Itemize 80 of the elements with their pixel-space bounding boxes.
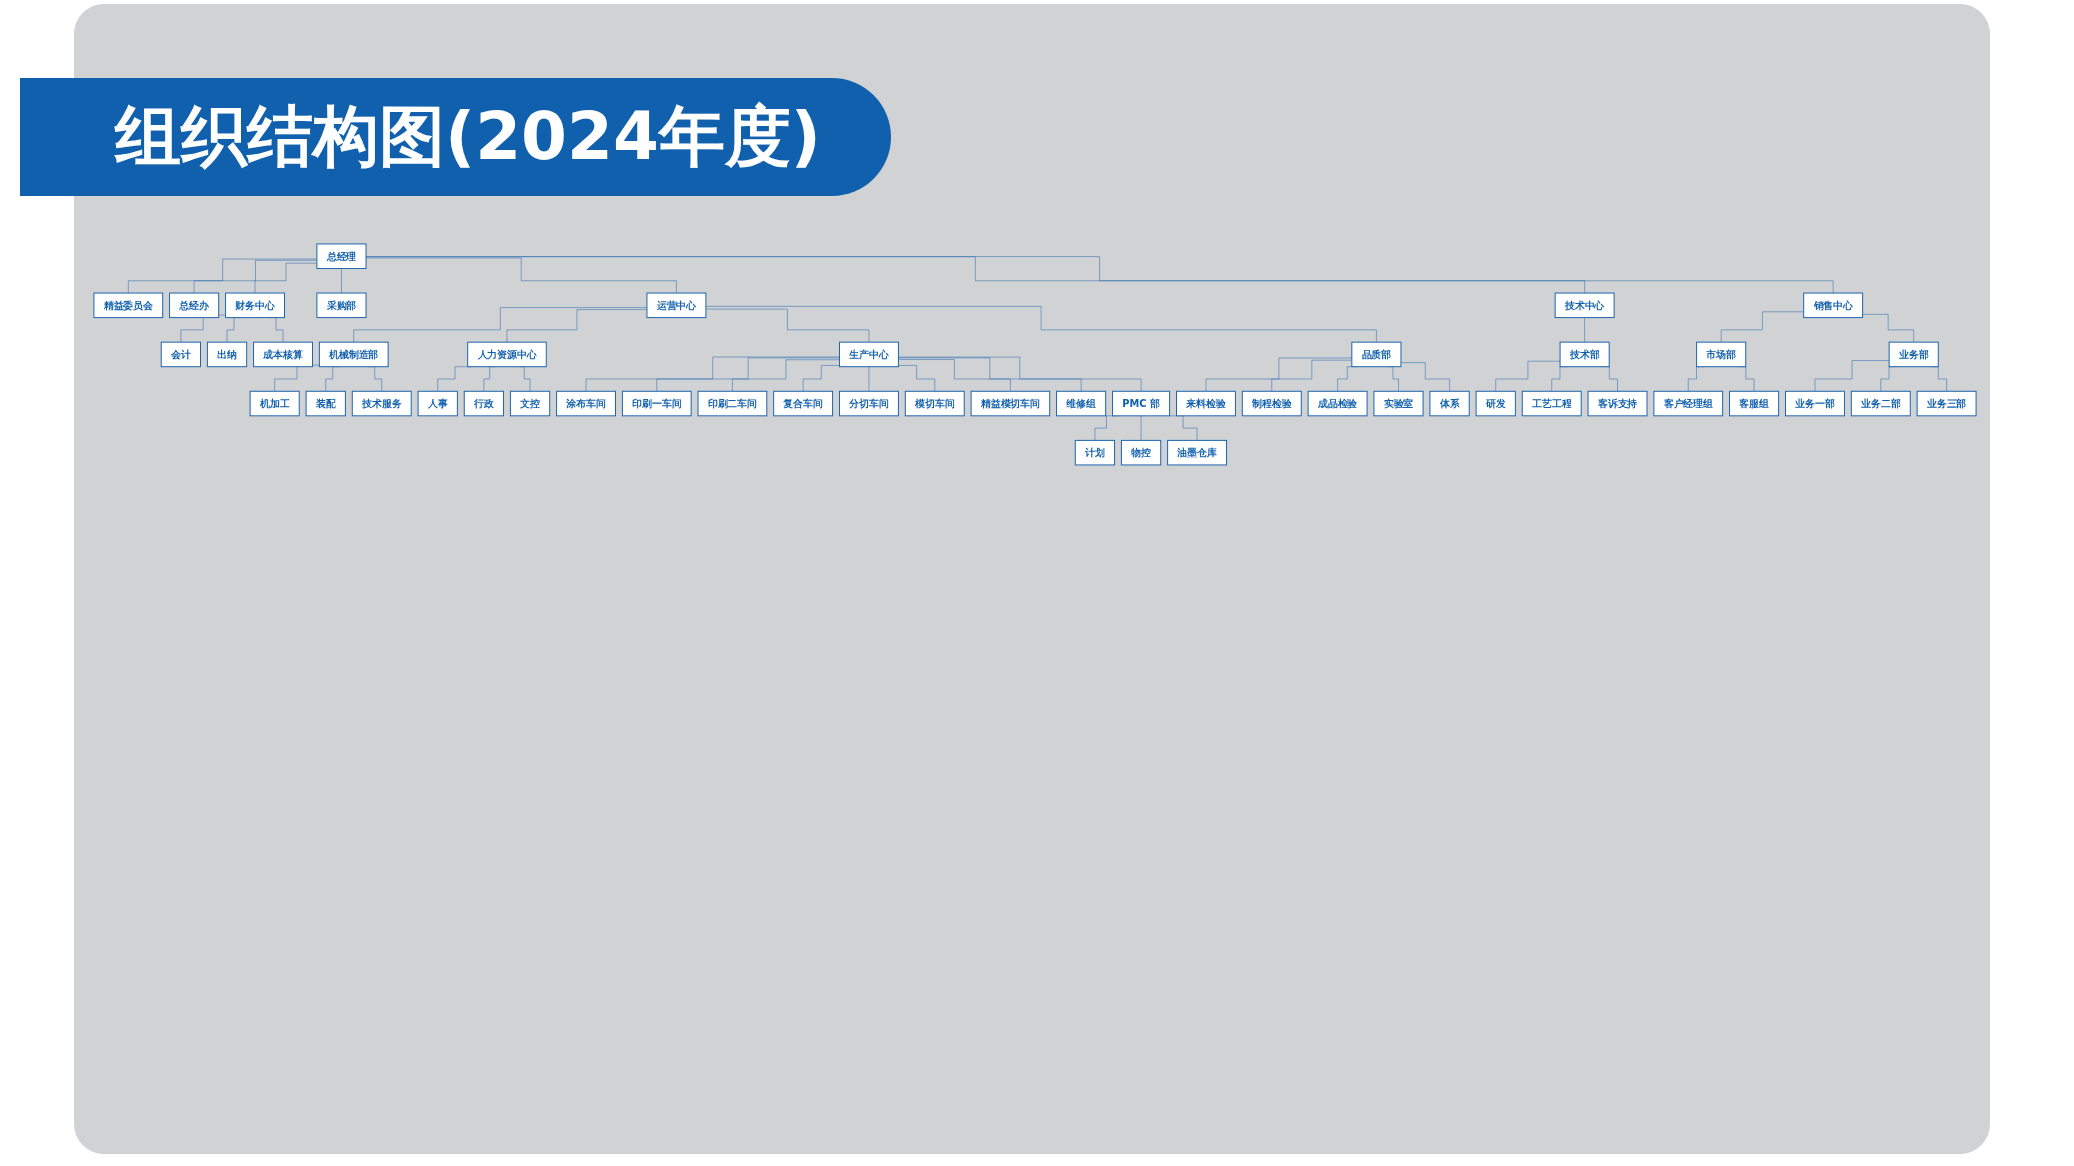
node-box: 业务部 — [1888, 341, 1939, 368]
node-box: 业务三部 — [1916, 390, 1977, 417]
node-box: 财务中心 — [225, 292, 285, 319]
node-box: 总经办 — [169, 292, 220, 319]
node-box: 研发 — [1475, 390, 1516, 417]
connector — [1720, 311, 1804, 343]
connector — [1400, 362, 1450, 392]
node-box: 技术中心 — [1554, 292, 1615, 319]
node-box: 客户经理组 — [1653, 390, 1724, 417]
title-banner: 组织结构图(2024年度) — [20, 78, 892, 196]
connector — [365, 256, 1585, 294]
node-box: 销售中心 — [1803, 292, 1864, 319]
node-box: 来料检验 — [1176, 390, 1236, 417]
node-box: 会计 — [160, 341, 201, 368]
node-box: 客服组 — [1729, 390, 1780, 417]
node-box: 出纳 — [206, 341, 248, 368]
connector — [705, 306, 1377, 343]
connector — [898, 365, 935, 392]
connector — [898, 357, 1082, 392]
node-box: 复合车间 — [773, 390, 834, 417]
node-box: 总经理 — [316, 243, 367, 269]
connector — [1168, 415, 1198, 441]
connector — [898, 359, 1011, 392]
node-box: 业务二部 — [1850, 390, 1911, 417]
node-box: 采购部 — [316, 292, 367, 319]
connector — [802, 365, 840, 392]
node-box: 行政 — [463, 390, 505, 417]
node-box: 成本核算 — [253, 341, 313, 368]
connector — [1140, 415, 1142, 441]
node-box: 工艺工程 — [1521, 390, 1582, 417]
node-box: 体系 — [1429, 390, 1470, 417]
connector — [1584, 317, 1585, 343]
node-box: PMC 部 — [1112, 390, 1171, 417]
node-box: 精益委员会 — [93, 292, 164, 319]
node-box: 精益模切车间 — [970, 390, 1051, 417]
connector — [868, 366, 870, 392]
node-box: 机加工 — [249, 390, 300, 417]
connector — [1862, 314, 1914, 343]
node-box: 运营中心 — [646, 292, 707, 319]
connector — [353, 307, 648, 343]
node-box: 印刷二车间 — [697, 390, 768, 417]
node-box: 客诉支持 — [1587, 390, 1648, 417]
connector — [128, 258, 318, 294]
node-box: 计划 — [1074, 439, 1116, 466]
connector — [254, 262, 318, 294]
node-box: 市场部 — [1696, 341, 1747, 368]
node-box: 装配 — [305, 390, 346, 417]
connector — [898, 356, 1142, 392]
connector — [341, 268, 342, 294]
connector — [193, 260, 318, 294]
node-box: 业务一部 — [1785, 390, 1845, 417]
node-box: 实验室 — [1373, 390, 1424, 417]
node-box: 分切车间 — [839, 390, 899, 417]
node-box: 技术部 — [1559, 341, 1610, 368]
node-box: 文控 — [509, 390, 551, 417]
connector — [1205, 357, 1353, 392]
connector — [365, 256, 1834, 294]
connector — [506, 309, 648, 343]
connector — [365, 257, 677, 294]
node-box: 生产中心 — [839, 341, 899, 368]
node-box: 印刷一车间 — [621, 390, 692, 417]
connector — [1495, 360, 1561, 392]
node-box: 品质部 — [1351, 341, 1402, 368]
node-box: 油墨仓库 — [1167, 439, 1228, 466]
node-box: 成品检验 — [1307, 390, 1368, 417]
node-box: 涂布车间 — [556, 390, 616, 417]
node-box: 机械制造部 — [318, 341, 389, 368]
node-box: 物控 — [1120, 439, 1162, 466]
connector — [585, 356, 840, 392]
connector — [705, 308, 870, 343]
connector — [656, 357, 840, 392]
node-box: 人事 — [417, 390, 458, 417]
node-box: 人力资源中心 — [467, 341, 547, 368]
node-box: 维修组 — [1056, 390, 1107, 417]
node-box: 制程检验 — [1241, 390, 1302, 417]
node-box: 技术服务 — [351, 390, 412, 417]
connector — [732, 359, 840, 392]
node-box: 模切车间 — [904, 390, 965, 417]
connector — [1814, 360, 1890, 392]
connector — [1271, 359, 1353, 392]
